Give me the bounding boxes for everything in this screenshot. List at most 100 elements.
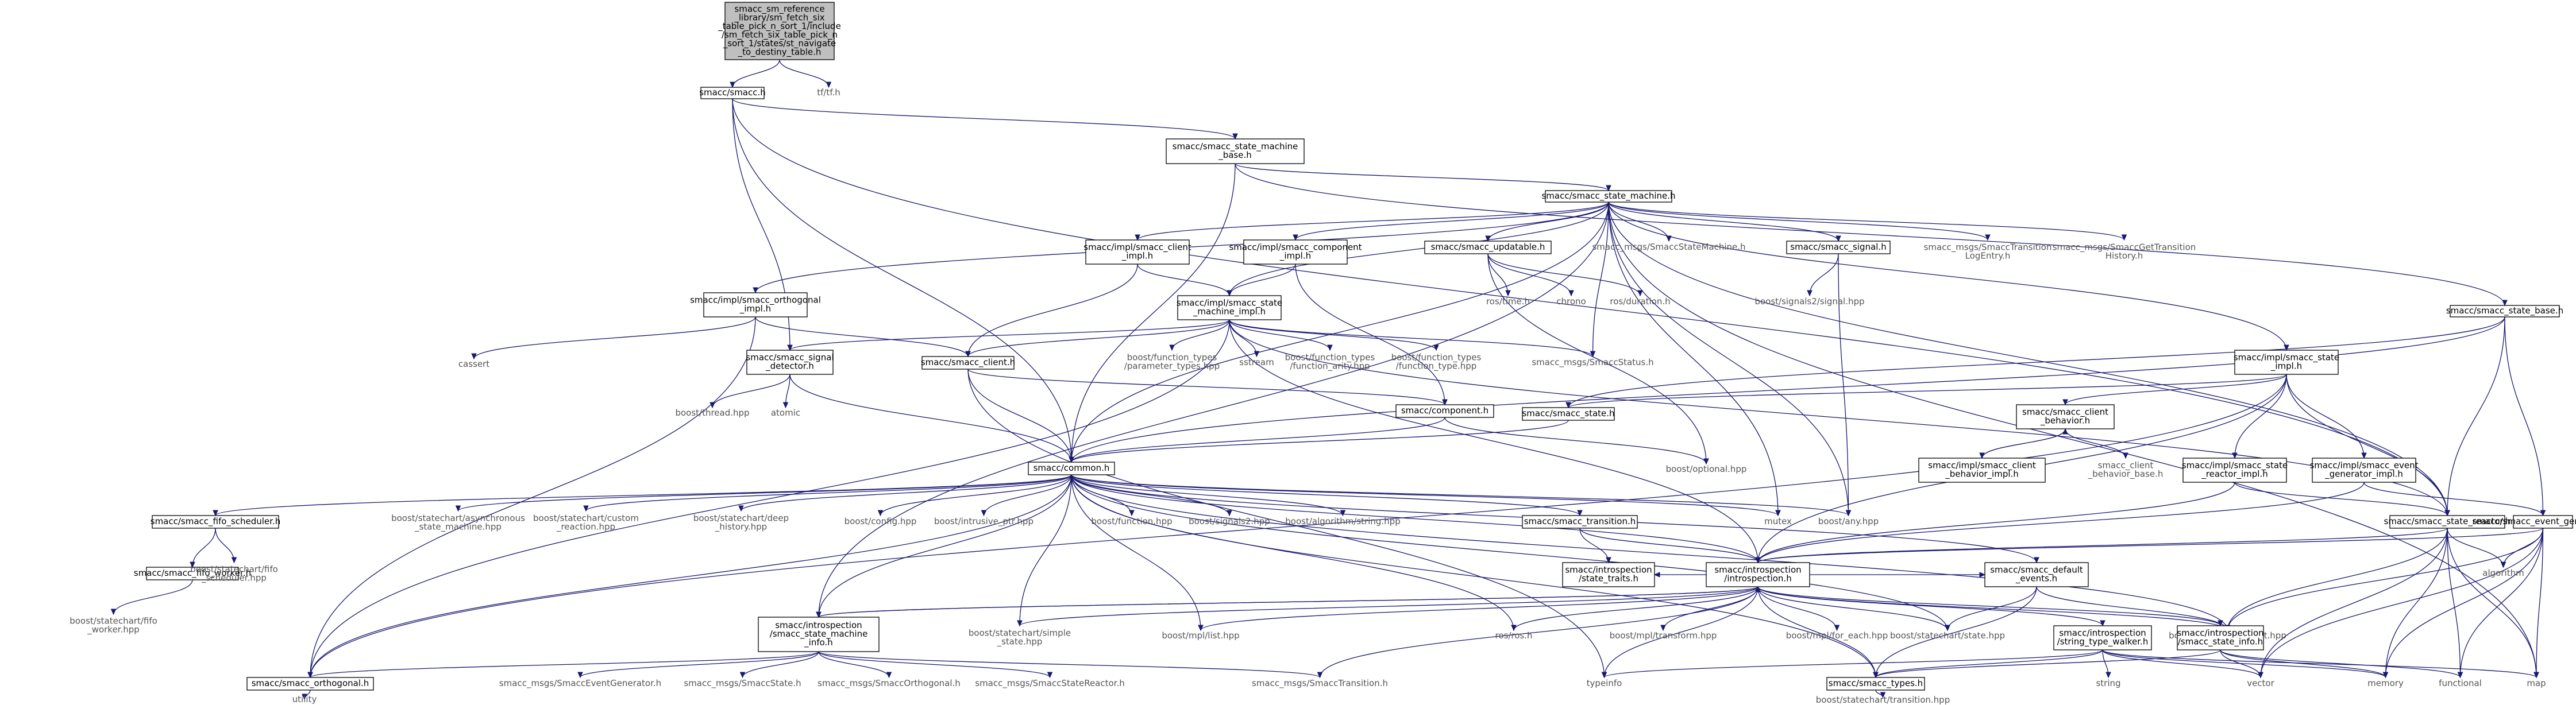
node-transition[interactable]: smacc/smacc_transition.h	[1522, 515, 1638, 529]
node-fifo_sched[interactable]: smacc/smacc_fifo_scheduler.h	[151, 515, 280, 529]
edge-root-to-smacc_h	[732, 59, 780, 88]
arrowhead-sm_info-to-msg_ortho	[886, 672, 892, 679]
edge-state_base-to-common	[1071, 316, 2505, 463]
node-label-sm_impl: _machine_impl.h	[1193, 307, 1266, 317]
node-label-client_impl: _impl.h	[1121, 251, 1153, 262]
edge-client_impl-to-client	[967, 264, 1138, 357]
node-fifo_worker[interactable]: smacc/smacc_fifo_worker.h	[134, 567, 251, 580]
node-label-state_traits: smacc/introspection	[1565, 565, 1652, 575]
arrowhead-common-to-transition	[1577, 510, 1583, 517]
edge-sm-to-common	[1071, 202, 1609, 463]
arrowhead-common-to-signals2	[1227, 510, 1232, 517]
node-string_walker[interactable]: smacc/introspection/string_type_walker.h	[2053, 625, 2152, 650]
node-state[interactable]: smacc/smacc_state.h	[1522, 407, 1615, 421]
node-updatable[interactable]: smacc/smacc_updatable.h	[1424, 241, 1552, 254]
node-box-evgen_impl	[2312, 458, 2416, 483]
node-cb_impl[interactable]: smacc/impl/smacc_client_behavior_impl.h	[1918, 458, 2046, 483]
node-default_events[interactable]: smacc/smacc_default_events.h	[1984, 562, 2089, 587]
arrowhead-common-to-any	[1845, 510, 1852, 517]
node-label-mpl_transform: boost/mpl/transform.hpp	[1610, 630, 1717, 641]
edge-ortho_impl-to-client	[755, 316, 969, 357]
node-state_base[interactable]: smacc/smacc_state_base.h	[2446, 305, 2563, 317]
edge-sm_impl-to-msg_status	[1229, 319, 1594, 357]
arrowhead-client-to-component	[1442, 399, 1448, 406]
node-introspection[interactable]: smacc/introspection/introspection.h	[1706, 562, 1810, 587]
node-client[interactable]: smacc/smacc_client.h	[921, 356, 1015, 370]
node-ros_h: ros/ros.h	[1495, 630, 1533, 641]
edge-common-to-intrusive	[983, 474, 1072, 516]
edge-sm_info-to-msg_transition	[818, 651, 1321, 678]
node-box-root	[724, 2, 835, 60]
edge-sm-to-msg_status	[1592, 202, 1609, 357]
edge-client_beh-to-cb_base	[2065, 428, 2126, 459]
node-ft_type: boost/function_types/function_type.hpp	[1391, 352, 1482, 372]
edge-sm_impl-to-introspection	[1229, 319, 1759, 563]
arrowhead-updatable-to-ros_duration	[1637, 290, 1643, 297]
node-box-orthogonal	[246, 677, 374, 691]
node-signal[interactable]: smacc/smacc_signal.h	[1786, 241, 1891, 254]
arrowhead-smacc_h-to-sm_base	[1232, 133, 1238, 140]
arrowhead-ortho_impl-to-cassert	[471, 353, 477, 360]
node-label-msg_status: smacc_msgs/SmaccStatus.h	[1532, 357, 1653, 368]
node-state_impl[interactable]: smacc/impl/smacc_state_impl.h	[2234, 350, 2339, 375]
node-label-chrono: chrono	[1556, 296, 1586, 307]
node-signals2_sig: boost/signals2/signal.hpp	[1754, 296, 1864, 307]
arrowhead-introspection-to-sm_info	[816, 611, 822, 618]
node-event_gen[interactable]: smacc/smacc_event_generator.h	[2473, 515, 2576, 529]
node-client_impl[interactable]: smacc/impl/smacc_client_impl.h	[1083, 239, 1191, 265]
arrowhead-sm-to-signal	[1835, 235, 1841, 242]
node-ros_time: ros/time.h	[1486, 296, 1530, 307]
edge-comp_impl-to-component	[1295, 264, 1445, 405]
arrowhead-state_base-to-state	[1565, 402, 1571, 409]
node-client_beh[interactable]: smacc/smacc_client_behavior.h	[2016, 404, 2115, 429]
node-state_info[interactable]: smacc/introspection/smacc_state_info.h	[2177, 625, 2264, 650]
arrowhead-introspection-to-default_events	[1979, 572, 1986, 578]
node-box-updatable	[1424, 241, 1552, 254]
node-label-fifo_worker: smacc/smacc_fifo_worker.h	[134, 568, 251, 579]
edge-event_gen-to-functional	[2459, 528, 2544, 678]
arrowhead-fifo_sched-to-fifo_worker	[190, 561, 195, 568]
node-label-msg_reactor: smacc_msgs/SmaccStateReactor.h	[975, 678, 1125, 689]
edge-event_gen-to-introspection	[1757, 528, 2544, 563]
node-label-state_impl: smacc/impl/smacc_state	[2234, 352, 2339, 363]
arrowhead-introspection-to-mpl_list	[1198, 625, 1204, 632]
node-label-state_base: smacc/smacc_state_base.h	[2446, 305, 2563, 316]
edge-common-to-sm_info	[818, 474, 1072, 618]
node-box-transition	[1522, 515, 1638, 529]
edge-event_gen-to-vector	[2260, 528, 2544, 678]
node-component[interactable]: smacc/component.h	[1395, 404, 1494, 418]
edge-common-to-signals2	[1071, 474, 1230, 516]
node-reactor_impl[interactable]: smacc/impl/smacc_state_reactor_impl.h	[2182, 458, 2288, 483]
node-label-map: map	[2527, 678, 2546, 688]
node-state_traits[interactable]: smacc/introspection/state_traits.h	[1562, 562, 1655, 587]
node-sig_detector[interactable]: smacc/smacc_signal_detector.h	[746, 350, 834, 375]
node-ortho_impl[interactable]: smacc/impl/smacc_orthogonal_impl.h	[690, 292, 821, 317]
node-common[interactable]: smacc/common.h	[1028, 462, 1115, 475]
node-box-state_base	[2450, 305, 2560, 317]
edge-fifo_sched-to-fifo_scheduler_hpp	[215, 528, 235, 563]
node-sm_base[interactable]: smacc/smacc_state_machine_base.h	[1166, 138, 1305, 164]
node-ft_arity: boost/function_types/function_arity.hpp	[1285, 352, 1375, 372]
node-smacc_h[interactable]: smacc/smacc.h	[699, 87, 766, 99]
node-comp_impl[interactable]: smacc/impl/smacc_component_impl.h	[1229, 239, 1362, 265]
node-custom_reaction: boost/statechart/custom_reaction.hpp	[533, 513, 639, 533]
node-tf_h: tf/tf.h	[817, 87, 840, 98]
node-orthogonal[interactable]: smacc/smacc_orthogonal.h	[246, 677, 374, 691]
node-state_reactor[interactable]: smacc/smacc_state_reactor.h	[2384, 515, 2511, 529]
edge-client-to-typeinfo	[967, 369, 1605, 678]
node-label-sm: smacc/smacc_state_machine.h	[1541, 191, 1675, 202]
node-label-default_events: _events.h	[2015, 574, 2057, 584]
node-label-evgen_impl: smacc/impl/smacc_event	[2309, 460, 2418, 471]
node-sm_info[interactable]: smacc/introspection/smacc_state_machine_…	[758, 617, 880, 652]
node-label-sm_impl: smacc/impl/smacc_state	[1177, 298, 1282, 309]
node-types[interactable]: smacc/smacc_types.h	[1826, 677, 1925, 691]
arrowhead-fifo_worker-to-fifo_worker_hpp	[110, 609, 117, 615]
arrowhead-common-to-config	[877, 510, 884, 517]
node-root[interactable]: smacc_sm_reference_library/sm_fetch_six_…	[718, 2, 841, 60]
node-sm[interactable]: smacc/smacc_state_machine.h	[1541, 190, 1676, 203]
edge-sm_impl-to-ft_param	[1171, 319, 1230, 351]
node-evgen_impl[interactable]: smacc/impl/smacc_event_generator_impl.h	[2309, 458, 2419, 483]
node-sm_impl[interactable]: smacc/impl/smacc_state_machine_impl.h	[1177, 295, 1282, 320]
node-label-ros_time: ros/time.h	[1486, 296, 1530, 307]
edge-common-to-algo_string	[1071, 474, 1344, 516]
